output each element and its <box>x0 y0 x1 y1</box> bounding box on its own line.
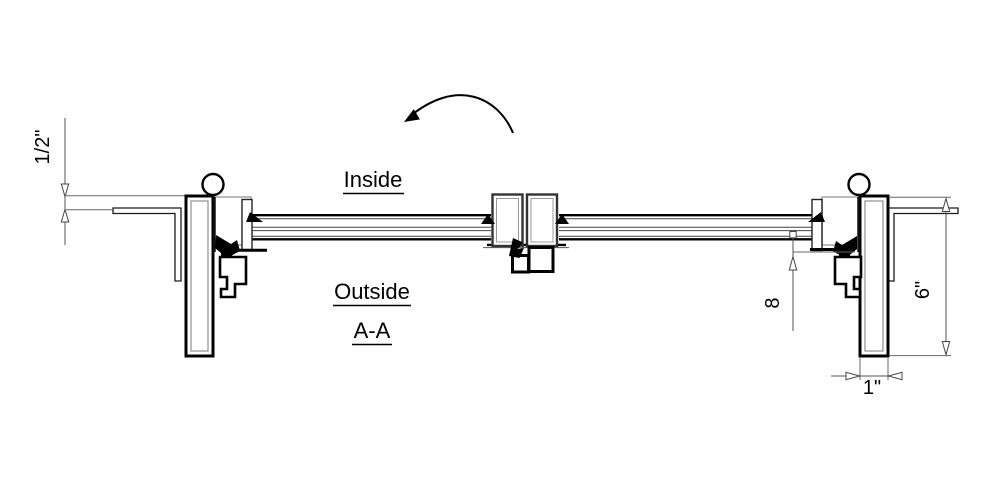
section-aa-label: A-A <box>354 318 391 343</box>
left-strike-profile <box>218 255 248 299</box>
annotation-labels: Inside Outside A-A <box>333 167 411 346</box>
dimension-arrow-icon <box>60 207 70 223</box>
meeting-stiles <box>481 193 569 248</box>
left-hinge-pin <box>201 172 225 197</box>
left-leaf-edge <box>241 198 253 252</box>
door-panel-left <box>252 213 491 241</box>
left-gasket-tab <box>221 251 232 258</box>
swing-direction-arrow <box>404 94 514 134</box>
dimension-one-inch: 1" <box>831 358 903 399</box>
outside-label: Outside <box>334 279 410 304</box>
dimension-arrow-icon <box>941 196 951 212</box>
right-frame-jamb <box>857 194 890 358</box>
dimension-arrow-icon <box>886 371 903 381</box>
left-leaf-gasket <box>246 212 263 222</box>
dimension-six-inch: 6" <box>889 196 951 357</box>
right-stile-gasket <box>555 214 569 224</box>
right-leaf-pocket <box>821 196 860 246</box>
left-stile-inner-line <box>496 198 519 243</box>
left-meeting-stile <box>491 193 524 248</box>
inside-label: Inside <box>344 167 403 192</box>
dimension-tick-icon <box>789 231 797 239</box>
right-strike-profile <box>833 255 863 299</box>
dimension-one-inch-label: 1" <box>863 377 881 399</box>
dimension-arrow-icon <box>788 254 798 271</box>
dimension-eight-label: 8 <box>762 297 784 308</box>
left-stile-gasket <box>481 214 495 224</box>
left-frame-jamb <box>184 194 216 358</box>
dimension-arrow-icon <box>60 183 70 199</box>
astragal-gasket <box>509 238 524 258</box>
lock-keeper-box <box>511 254 530 274</box>
right-meeting-stile <box>525 193 559 248</box>
astragal-lock-detail <box>509 238 555 274</box>
right-jamb-tube <box>858 194 890 358</box>
right-jamb-inner-line <box>864 200 884 352</box>
dimension-eight: 8 <box>762 231 855 331</box>
dimension-half-inch-label: 1/2" <box>32 130 54 165</box>
right-leaf-edge <box>811 198 823 252</box>
right-stile-inner-line <box>530 198 554 243</box>
left-jamb-inner-line <box>190 200 209 352</box>
left-wall-line <box>112 207 182 282</box>
dimension-half-inch: 1/2" <box>32 118 70 245</box>
swing-arc <box>407 94 514 134</box>
dimension-six-inch-label: 6" <box>912 281 934 299</box>
left-jamb-tube <box>184 194 215 358</box>
right-leaf-gasket <box>808 212 825 222</box>
right-hinge-pin <box>847 172 871 197</box>
lock-box <box>527 246 555 273</box>
dimension-arrow-icon <box>941 341 951 357</box>
dimension-arrow-icon <box>845 371 862 381</box>
swing-arrowhead-icon <box>404 109 420 122</box>
right-gasket-tab <box>839 251 850 258</box>
door-panel-right <box>559 213 812 241</box>
